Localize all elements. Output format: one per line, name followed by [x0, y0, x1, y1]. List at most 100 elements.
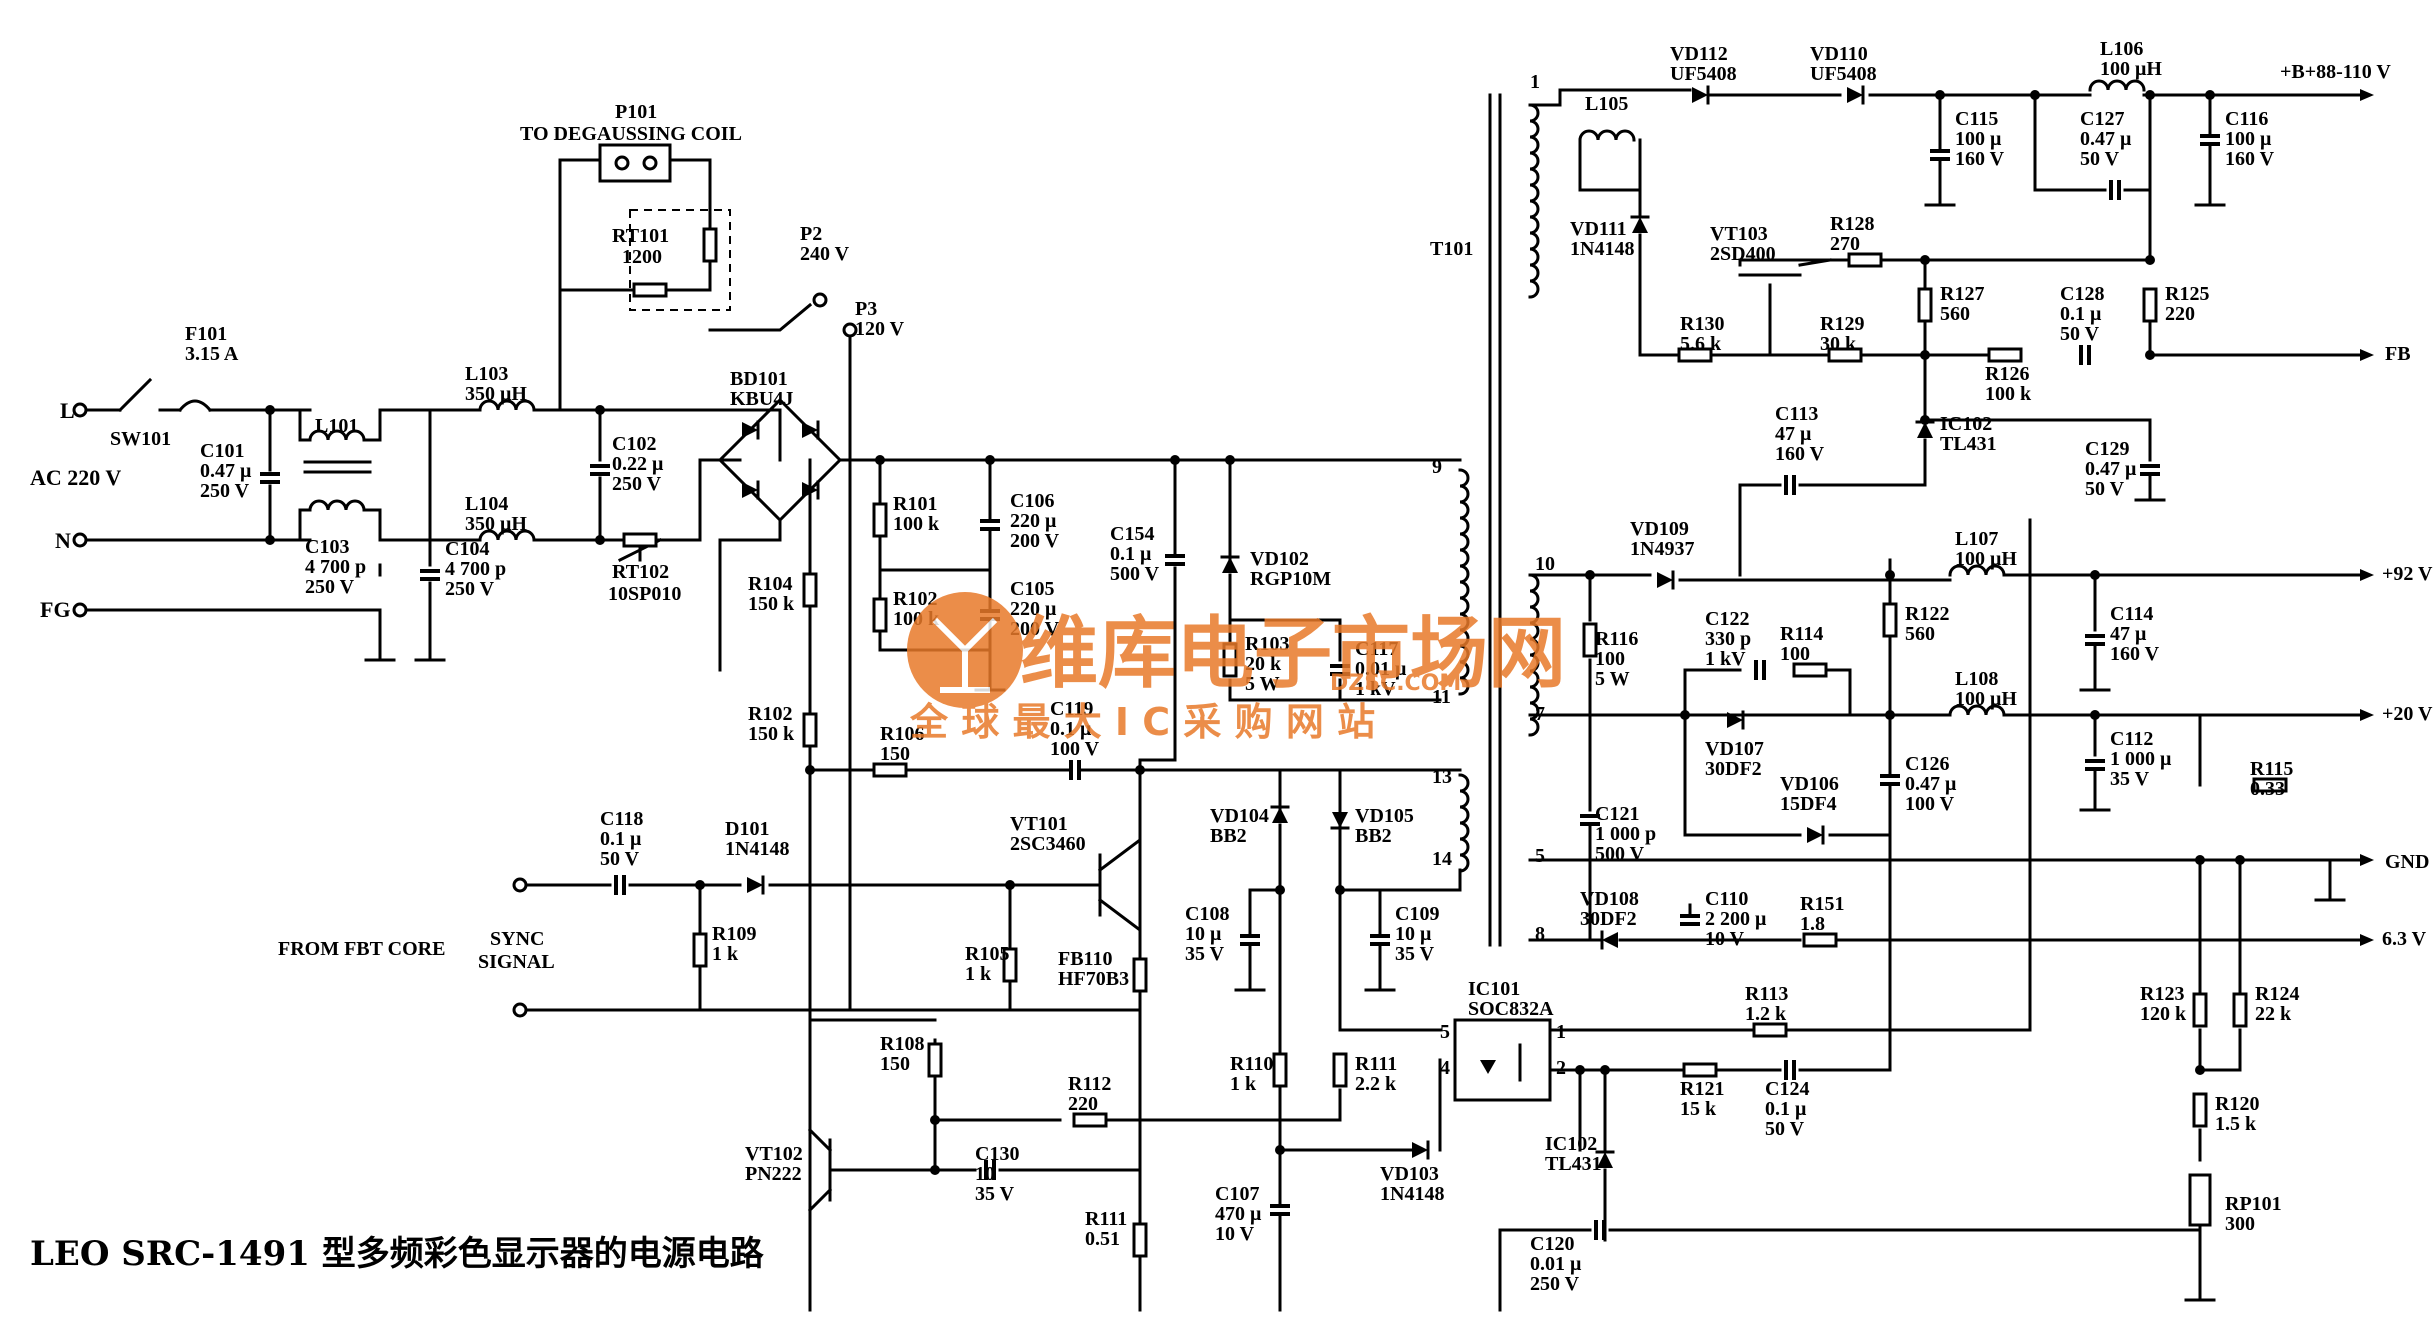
label-parts-r122-val: 560 — [1905, 623, 1935, 645]
label-parts-r128-val: 270 — [1830, 233, 1860, 255]
label-pins-t9: 9 — [1432, 456, 1442, 478]
wire — [664, 259, 712, 292]
label-parts-c121-v2: 500 V — [1595, 843, 1645, 865]
label-pins-t10: 10 — [1535, 553, 1555, 575]
label-parts-ic102-ref: IC102 — [1940, 413, 1992, 435]
output-arrow-icon — [2360, 854, 2374, 866]
label-parts-bd101-val: KBU4J — [730, 388, 793, 410]
junction-dot — [1920, 255, 1930, 265]
label-parts-c101-v2: 250 V — [200, 480, 250, 502]
label-parts-c109-ref: C109 — [1395, 903, 1439, 925]
label-parts-vt101-val: 2SC3460 — [1010, 833, 1086, 855]
label-parts-vt103-val: 2SD400 — [1710, 243, 1776, 265]
label-parts-sw101: SW101 — [110, 428, 171, 450]
watermark-logo-circuit — [932, 617, 998, 693]
junction-dot — [1585, 570, 1595, 580]
resistor-r112 — [1072, 1112, 1108, 1128]
resistor-r126 — [1987, 347, 2023, 363]
label-parts-c102-v2: 250 V — [612, 473, 662, 495]
label-parts-c124-v2: 50 V — [1765, 1118, 1805, 1140]
label-pins-t7: 7 — [1535, 703, 1545, 725]
label-parts-rp101-val: 300 — [2225, 1213, 2255, 1235]
junction-dot — [2030, 90, 2040, 100]
schematic-caption: LEO SRC-1491 型多频彩色显示器的电源电路 — [30, 1234, 765, 1274]
label-parts-r112-val: 220 — [1068, 1093, 1098, 1115]
label-parts-vd105-ref: VD105 — [1355, 805, 1414, 827]
label-parts-r104-val: 150 k — [748, 593, 795, 615]
label-parts-vd103-val: 1N4148 — [1380, 1183, 1444, 1205]
resistor-r125 — [2142, 287, 2158, 323]
inductor-l108 — [1948, 704, 2006, 717]
watermark-url: DZSC.COM — [1330, 671, 1461, 696]
label-parts-vd104-ref: VD104 — [1210, 805, 1269, 827]
label-parts-c117-v2: 1 kV — [1355, 678, 1396, 700]
label-parts-r116-ref: R116 — [1595, 628, 1638, 650]
label-parts-r106-ref: R106 — [880, 723, 924, 745]
resistor-r114 — [1792, 662, 1828, 678]
label-parts-c110-ref: C110 — [1705, 888, 1748, 910]
label-parts-c126-v1: 0.47 μ — [1905, 773, 1957, 795]
label-parts-r111b-ref: R111 — [1355, 1053, 1397, 1075]
label-parts-c101-ref: C101 — [200, 440, 244, 462]
label-parts-l105: L105 — [1585, 93, 1628, 115]
label-parts-c106-v1: 220 μ — [1010, 510, 1057, 532]
label-parts-c110-v1: 2 200 μ — [1705, 908, 1767, 930]
junction-dot — [1170, 455, 1180, 465]
wire — [117, 377, 153, 413]
resistor-r120 — [2192, 1092, 2208, 1128]
label-parts-c108-v2: 35 V — [1185, 943, 1225, 965]
label-parts-c115-ref: C115 — [1955, 108, 1998, 130]
label-parts-c128-v2: 50 V — [2060, 323, 2100, 345]
label-parts-vd102-val: RGP10M — [1250, 568, 1331, 590]
output-arrow-icon — [2360, 569, 2374, 581]
label-parts-c106-v2: 200 V — [1010, 530, 1060, 552]
opto-led-icon — [1480, 1060, 1496, 1074]
label-parts-r109-val: 1 k — [712, 943, 739, 965]
resistor-r102 — [872, 597, 888, 633]
label-parts-r116-v2: 5 W — [1595, 668, 1630, 690]
label-parts-r128-ref: R128 — [1830, 213, 1874, 235]
transformer-t101-sec-92 — [1528, 573, 1540, 737]
wire — [2198, 1028, 2242, 1072]
wire — [654, 458, 742, 542]
diode-vd107 — [1727, 712, 1743, 728]
label-parts-ic102b-ref: IC102 — [1545, 1133, 1597, 1155]
label-parts-vd110-val: UF5408 — [1810, 63, 1877, 85]
label-parts-c104-v2: 250 V — [445, 578, 495, 600]
junction-dot — [2145, 350, 2155, 360]
resistor-r121 — [1682, 1062, 1718, 1078]
label-parts-r103-v1: 20 k — [1245, 653, 1282, 675]
junction-dot — [2205, 90, 2215, 100]
label-parts-r111-ref: R111 — [1085, 1208, 1127, 1230]
label-parts-c129-v1: 0.47 μ — [2085, 458, 2137, 480]
label-parts-r125-ref: R125 — [2165, 283, 2209, 305]
label-pins-o4: 4 — [1440, 1057, 1450, 1079]
optocoupler-ic101 — [1453, 1018, 1552, 1102]
diode-vd103 — [1412, 1142, 1428, 1158]
label-parts-l106-ref: L106 — [2100, 38, 2143, 60]
rt101-box — [629, 209, 731, 311]
label-parts-r125-val: 220 — [2165, 303, 2195, 325]
label-parts-c130-v2: 35 V — [975, 1183, 1015, 1205]
wire — [298, 508, 312, 542]
label-parts-vd105-val: BB2 — [1355, 825, 1392, 847]
label-parts-c107-v2: 10 V — [1215, 1223, 1255, 1245]
label-parts-c128-v1: 0.1 μ — [2060, 303, 2102, 325]
inductor-l104 — [478, 529, 536, 542]
label-parts-f101-val: 3.15 A — [185, 343, 239, 365]
label-parts-c116-v2: 160 V — [2225, 148, 2275, 170]
label-parts-c105-v2: 200 V — [1010, 618, 1060, 640]
label-parts-ic102-val: TL431 — [1940, 433, 1997, 455]
label-parts-c105-v1: 220 μ — [1010, 598, 1057, 620]
label-parts-vd106-ref: VD106 — [1780, 773, 1839, 795]
wire — [558, 158, 602, 412]
label-parts-c130-ref: C130 — [975, 1143, 1019, 1165]
label-parts-c101-v1: 0.47 μ — [200, 460, 252, 482]
label-parts-d101-ref: D101 — [725, 818, 769, 840]
label-parts-r120-val: 1.5 k — [2215, 1113, 2257, 1135]
label-parts-vd112-ref: VD112 — [1670, 43, 1728, 65]
label-parts-ic102b-val: TL431 — [1545, 1153, 1602, 1175]
terminal-icon — [642, 155, 658, 171]
wire — [718, 518, 782, 672]
junction-dot — [1920, 350, 1930, 360]
